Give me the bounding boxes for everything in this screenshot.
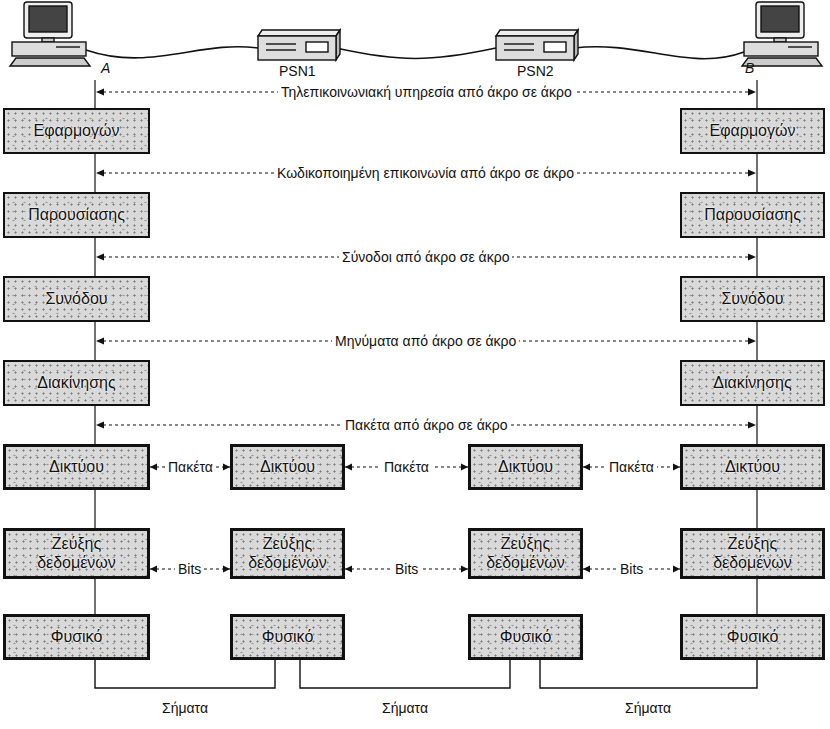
layer-name: Φυσικό (262, 628, 314, 646)
signal-line (300, 660, 510, 688)
layer-name: Δικτύου (498, 458, 553, 476)
device-label: B (742, 60, 757, 76)
physical-layer-box: Φυσικό (230, 614, 345, 660)
layer-name: Δικτύου (725, 458, 780, 476)
network-layer-box: Δικτύου (230, 444, 345, 490)
edge-label: Bits (175, 561, 204, 577)
layer-stem (95, 322, 96, 360)
edge-label: Πακέτα (165, 459, 216, 475)
end-to-end-label: Μηνύματα από άκρο σε άκρο (332, 333, 519, 349)
session-layer-box: Συνόδου (680, 276, 825, 322)
host-stems (95, 80, 757, 108)
end-to-end-label: Σύνοδοι από άκρο σε άκρο (339, 249, 512, 265)
cables (86, 47, 744, 59)
data-link-layer-box: Ζεύξης δεδομένων (680, 528, 825, 579)
end-to-end-lines (103, 92, 749, 425)
physical-layer-box: Φυσικό (3, 614, 150, 660)
layer-name: Δικτύου (260, 458, 315, 476)
layer-name: Διακίνησης (37, 374, 115, 392)
end-to-end-label: Κωδικοποιημένη επικοινωνία από άκρο σε ά… (274, 165, 577, 181)
data-link-layer-box: Ζεύξης δεδομένων (3, 528, 150, 579)
network-layer-box: Δικτύου (468, 444, 583, 490)
transport-layer-box: Διακίνησης (3, 360, 150, 406)
signal-line (540, 660, 757, 688)
edge-label: Πακέτα (381, 459, 432, 475)
layer-stem (95, 154, 96, 192)
end-to-end-arrowheads (96, 89, 756, 429)
physical-layer-box: Φυσικό (468, 614, 583, 660)
layer-name: Φυσικό (500, 628, 552, 646)
edge-label: Πακέτα (606, 459, 657, 475)
layer-stem (95, 406, 96, 444)
packet-switch-1 (258, 30, 340, 60)
session-layer-box: Συνόδου (3, 276, 150, 322)
layer-stem (95, 238, 96, 276)
layer-stem (95, 490, 96, 528)
edge-label: Σήματα (159, 700, 211, 716)
presentation-layer-box: Παρουσίασης (680, 192, 825, 238)
physical-layer-box: Φυσικό (680, 614, 825, 660)
data-link-layer-box: Ζεύξης δεδομένων (230, 528, 345, 579)
layer-name: Διακίνησης (713, 374, 791, 392)
data-link-layer-box: Ζεύξης δεδομένων (468, 528, 583, 579)
layer-stem (757, 490, 758, 528)
application-layer-box: Εφαρμογών (3, 108, 150, 154)
device-label: PSN2 (514, 63, 557, 79)
layer-name: Συνόδου (45, 290, 107, 308)
device-label: A (98, 60, 113, 76)
layer-name: Ζεύξης δεδομένων (239, 535, 336, 572)
application-layer-box: Εφαρμογών (680, 108, 825, 154)
presentation-layer-box: Παρουσίασης (3, 192, 150, 238)
computer-a (10, 2, 90, 66)
layer-stem (757, 579, 758, 614)
layer-stem (757, 322, 758, 360)
layer-name: Φυσικό (51, 628, 103, 646)
layer-name: Εφαρμογών (709, 122, 795, 140)
layer-name: Ζεύξης δεδομένων (689, 535, 816, 572)
end-to-end-label: Τηλεπικοινωνιακή υπηρεσία από άκρο σε άκ… (278, 84, 575, 100)
packet-switch-2 (496, 30, 578, 60)
edge-label: Bits (392, 561, 421, 577)
layer-name: Φυσικό (727, 628, 779, 646)
layer-stem (757, 154, 758, 192)
layer-name: Παρουσίασης (704, 206, 801, 224)
edge-label: Σήματα (622, 700, 674, 716)
device-label: PSN1 (276, 63, 319, 79)
layer-stem (95, 579, 96, 614)
end-to-end-label: Πακέτα από άκρο σε άκρο (342, 417, 511, 433)
layer-name: Ζεύξης δεδομένων (477, 535, 574, 572)
layer-name: Εφαρμογών (33, 122, 119, 140)
network-layer-box: Δικτύου (680, 444, 825, 490)
layer-name: Δικτύου (49, 458, 104, 476)
signal-line (95, 660, 275, 688)
edge-label: Bits (617, 561, 646, 577)
layer-name: Ζεύξης δεδομένων (12, 535, 141, 572)
computer-b (742, 2, 822, 66)
edge-label: Σήματα (379, 700, 431, 716)
layer-stem (757, 406, 758, 444)
network-layer-box: Δικτύου (3, 444, 150, 490)
layer-name: Συνόδου (721, 290, 783, 308)
layer-name: Παρουσίασης (28, 206, 125, 224)
layer-stem (757, 238, 758, 276)
transport-layer-box: Διακίνησης (680, 360, 825, 406)
